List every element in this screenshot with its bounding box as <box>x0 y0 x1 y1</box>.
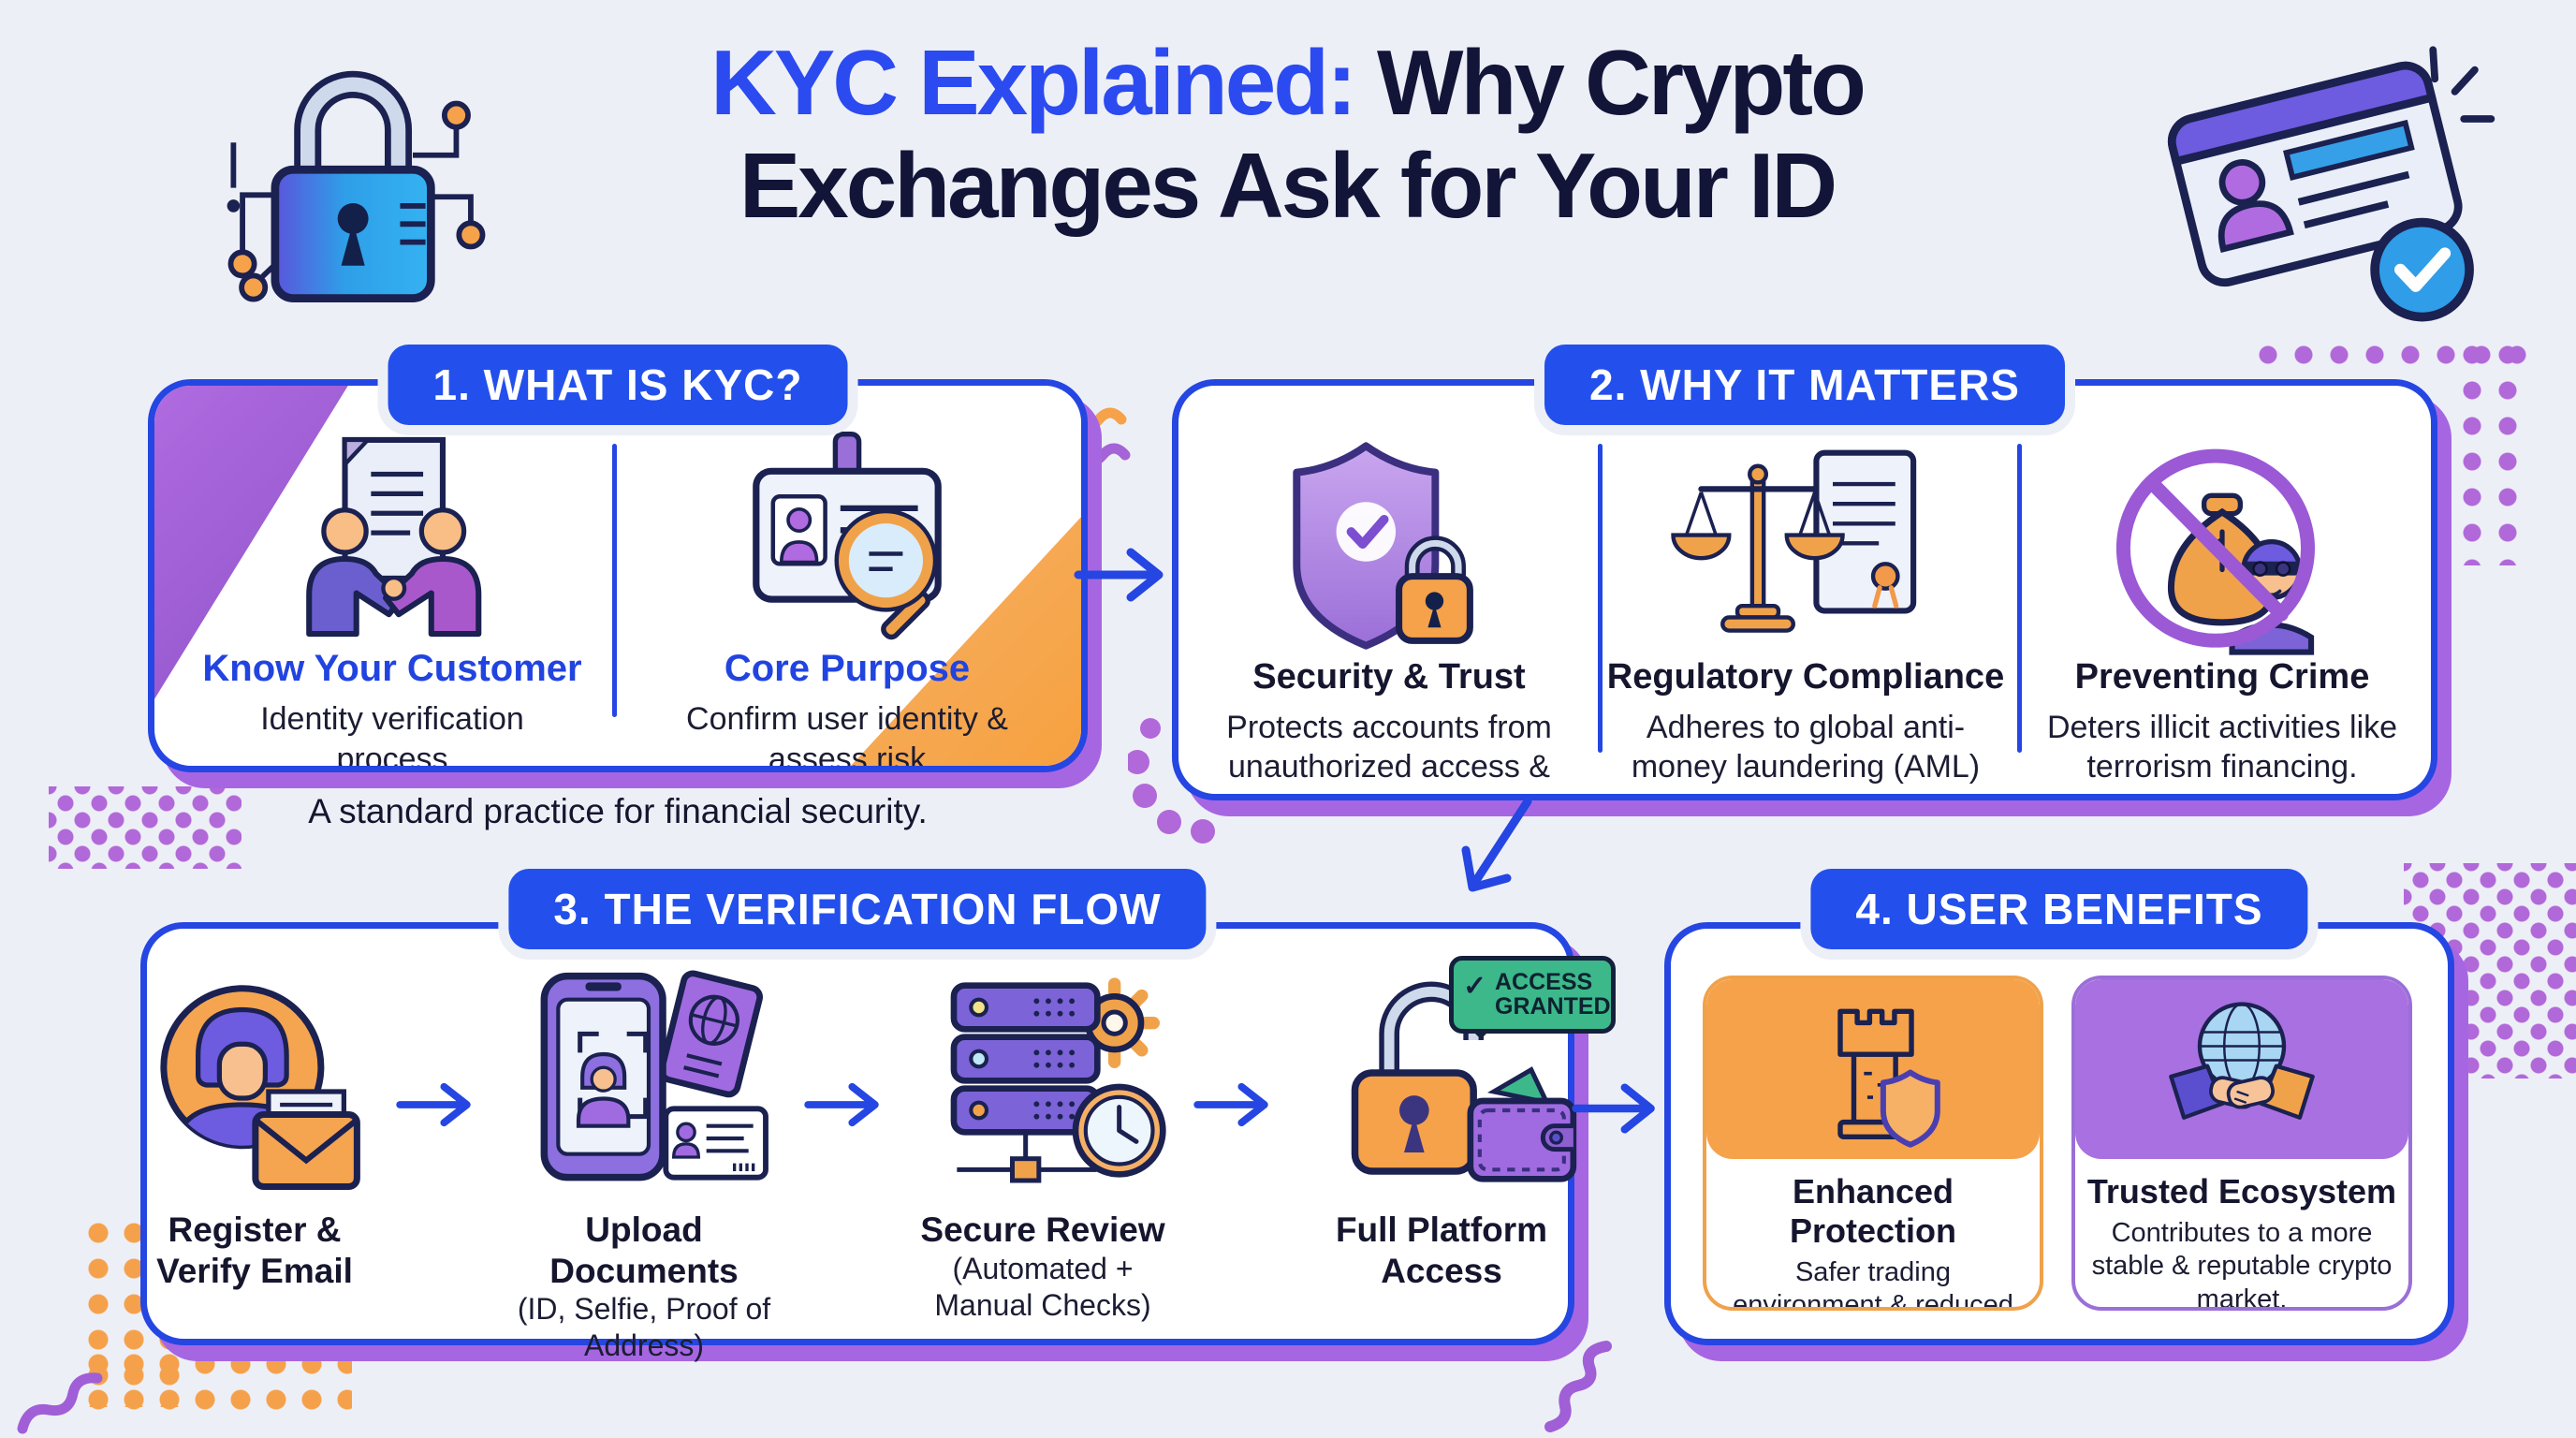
connector-arrow-section2-to-3 <box>1461 797 1532 892</box>
step-sub: (Automated + Manual Checks) <box>934 1251 1151 1322</box>
item-title: Regulatory Compliance <box>1606 657 2005 697</box>
lock-circuit-icon <box>174 36 539 316</box>
section1-badge: 1. WHAT IS KYC? <box>388 345 848 425</box>
section1-divider <box>612 444 617 717</box>
id-card-check-icon <box>2125 26 2509 335</box>
security-trust-column: Security & Trust Protects accounts from … <box>1188 434 1590 794</box>
benefit-tile <box>1706 979 2040 1159</box>
benefit-title: Enhanced Protection <box>1789 1172 1956 1250</box>
item-title: Security & Trust <box>1252 657 1526 697</box>
item-desc: Adheres to global anti-money laundering … <box>1631 709 1981 794</box>
verification-flow-steps: Register & Verify Email <box>140 922 1616 1362</box>
castle-shield-icon <box>1837 1008 1940 1148</box>
dots-purple-col-top-right <box>2454 337 2533 565</box>
benefit-card-trusted-ecosystem: Trusted Ecosystem Contributes to a more … <box>2071 976 2412 1311</box>
preventing-crime-column: Preventing Crime Deters illicit activiti… <box>2021 434 2423 787</box>
benefit-title: Trusted Ecosystem <box>2086 1172 2397 1211</box>
benefit-desc: Safer trading environment & reduced iden… <box>1733 1257 2013 1311</box>
section-card-what-is-kyc: Know Your Customer Identity verification… <box>148 379 1088 772</box>
flow-arrow-1 <box>396 1082 471 1127</box>
step-title: Upload Documents <box>549 1211 739 1290</box>
benefit-tile <box>2075 979 2408 1159</box>
connector-arrow-section3-to-4 <box>1572 1083 1655 1134</box>
benefit-desc: Contributes to a more stable & reputable… <box>2091 1218 2393 1311</box>
step-title: Register & Verify Email <box>156 1211 353 1290</box>
section1-caption: A standard practice for financial securi… <box>308 792 928 830</box>
step-title: Full Platform Access <box>1335 1211 1548 1290</box>
squiggle-purple-bottom-left <box>17 1372 103 1434</box>
item-desc: Deters illicit activities like terrorism… <box>2046 709 2398 785</box>
shield-lock-icon <box>1188 434 1590 657</box>
dots-purple-row-top-right <box>2250 337 2537 376</box>
server-gear-clock-icon <box>902 967 1183 1196</box>
section3-badge: 3. THE VERIFICATION FLOW <box>508 869 1207 949</box>
page-title: KYC Explained: Why Crypto Exchanges Ask … <box>524 31 2050 238</box>
step-sub: (ID, Selfie, Proof of Address) <box>517 1292 771 1363</box>
access-granted-label: ACCESS GRANTED <box>1495 969 1611 1020</box>
handshake-document-icon <box>186 427 598 647</box>
connector-arrow-section1-to-2 <box>1074 548 1164 602</box>
avatar-envelope-icon <box>124 967 386 1196</box>
flow-step-review: Secure Review (Automated + Manual Checks… <box>902 967 1183 1324</box>
check-icon <box>1463 972 1486 1002</box>
section4-badge: 4. USER BENEFITS <box>1810 869 2308 949</box>
step-title: Secure Review <box>920 1211 1165 1249</box>
item-desc: Protects accounts from unauthorized acce… <box>1226 709 1552 794</box>
section2-divider-1 <box>1598 444 1603 753</box>
kyc-definition-column: Know Your Customer Identity verification… <box>186 427 598 772</box>
benefit-card-enhanced-protection: Enhanced Protection Safer trading enviro… <box>1703 976 2043 1311</box>
flow-step-access: ACCESS GRANTED Full Platform Access <box>1292 956 1616 1291</box>
core-purpose-column: Core Purpose Confirm user identity & ass… <box>641 427 1053 772</box>
item-desc: Identity verification process <box>260 701 524 772</box>
section-card-why-it-matters: Security & Trust Protects accounts from … <box>1172 379 2437 800</box>
page-title-line1: KYC Explained: Why Crypto <box>524 31 2050 135</box>
page-title-rest: Why Crypto <box>1377 31 1866 134</box>
section2-badge: 2. WHY IT MATTERS <box>1544 345 2065 425</box>
section-card-user-benefits: Enhanced Protection Safer trading enviro… <box>1664 922 2454 1345</box>
flow-step-upload: Upload Documents (ID, Selfie, Proof of A… <box>494 967 794 1364</box>
scales-certificate-icon <box>1604 434 2007 657</box>
item-desc: Confirm user identity & assess risk <box>686 701 1008 772</box>
globe-handshake-icon <box>2169 1001 2315 1120</box>
page-title-highlight: KYC Explained: <box>710 31 1378 134</box>
regulatory-compliance-column: Regulatory Compliance Adheres to global … <box>1604 434 2007 794</box>
phone-documents-icon <box>499 967 789 1196</box>
flow-step-register: Register & Verify Email <box>124 967 386 1291</box>
squiggle-purple-bottom <box>1544 1341 1612 1432</box>
flow-arrow-2 <box>804 1082 879 1127</box>
item-title: Core Purpose <box>724 648 971 689</box>
item-title: Preventing Crime <box>2074 657 2370 697</box>
flow-arrow-3 <box>1193 1082 1268 1127</box>
dots-orange-corner-horizontal <box>80 1346 352 1421</box>
id-magnifier-icon <box>641 427 1053 647</box>
unlock-wallet-icon: ACCESS GRANTED <box>1292 956 1616 1196</box>
page-title-line2: Exchanges Ask for Your ID <box>739 133 1837 237</box>
item-title: Know Your Customer <box>202 648 582 689</box>
section2-divider-2 <box>2017 444 2022 753</box>
no-crime-icon <box>2021 434 2423 657</box>
access-granted-badge: ACCESS GRANTED <box>1449 956 1616 1038</box>
